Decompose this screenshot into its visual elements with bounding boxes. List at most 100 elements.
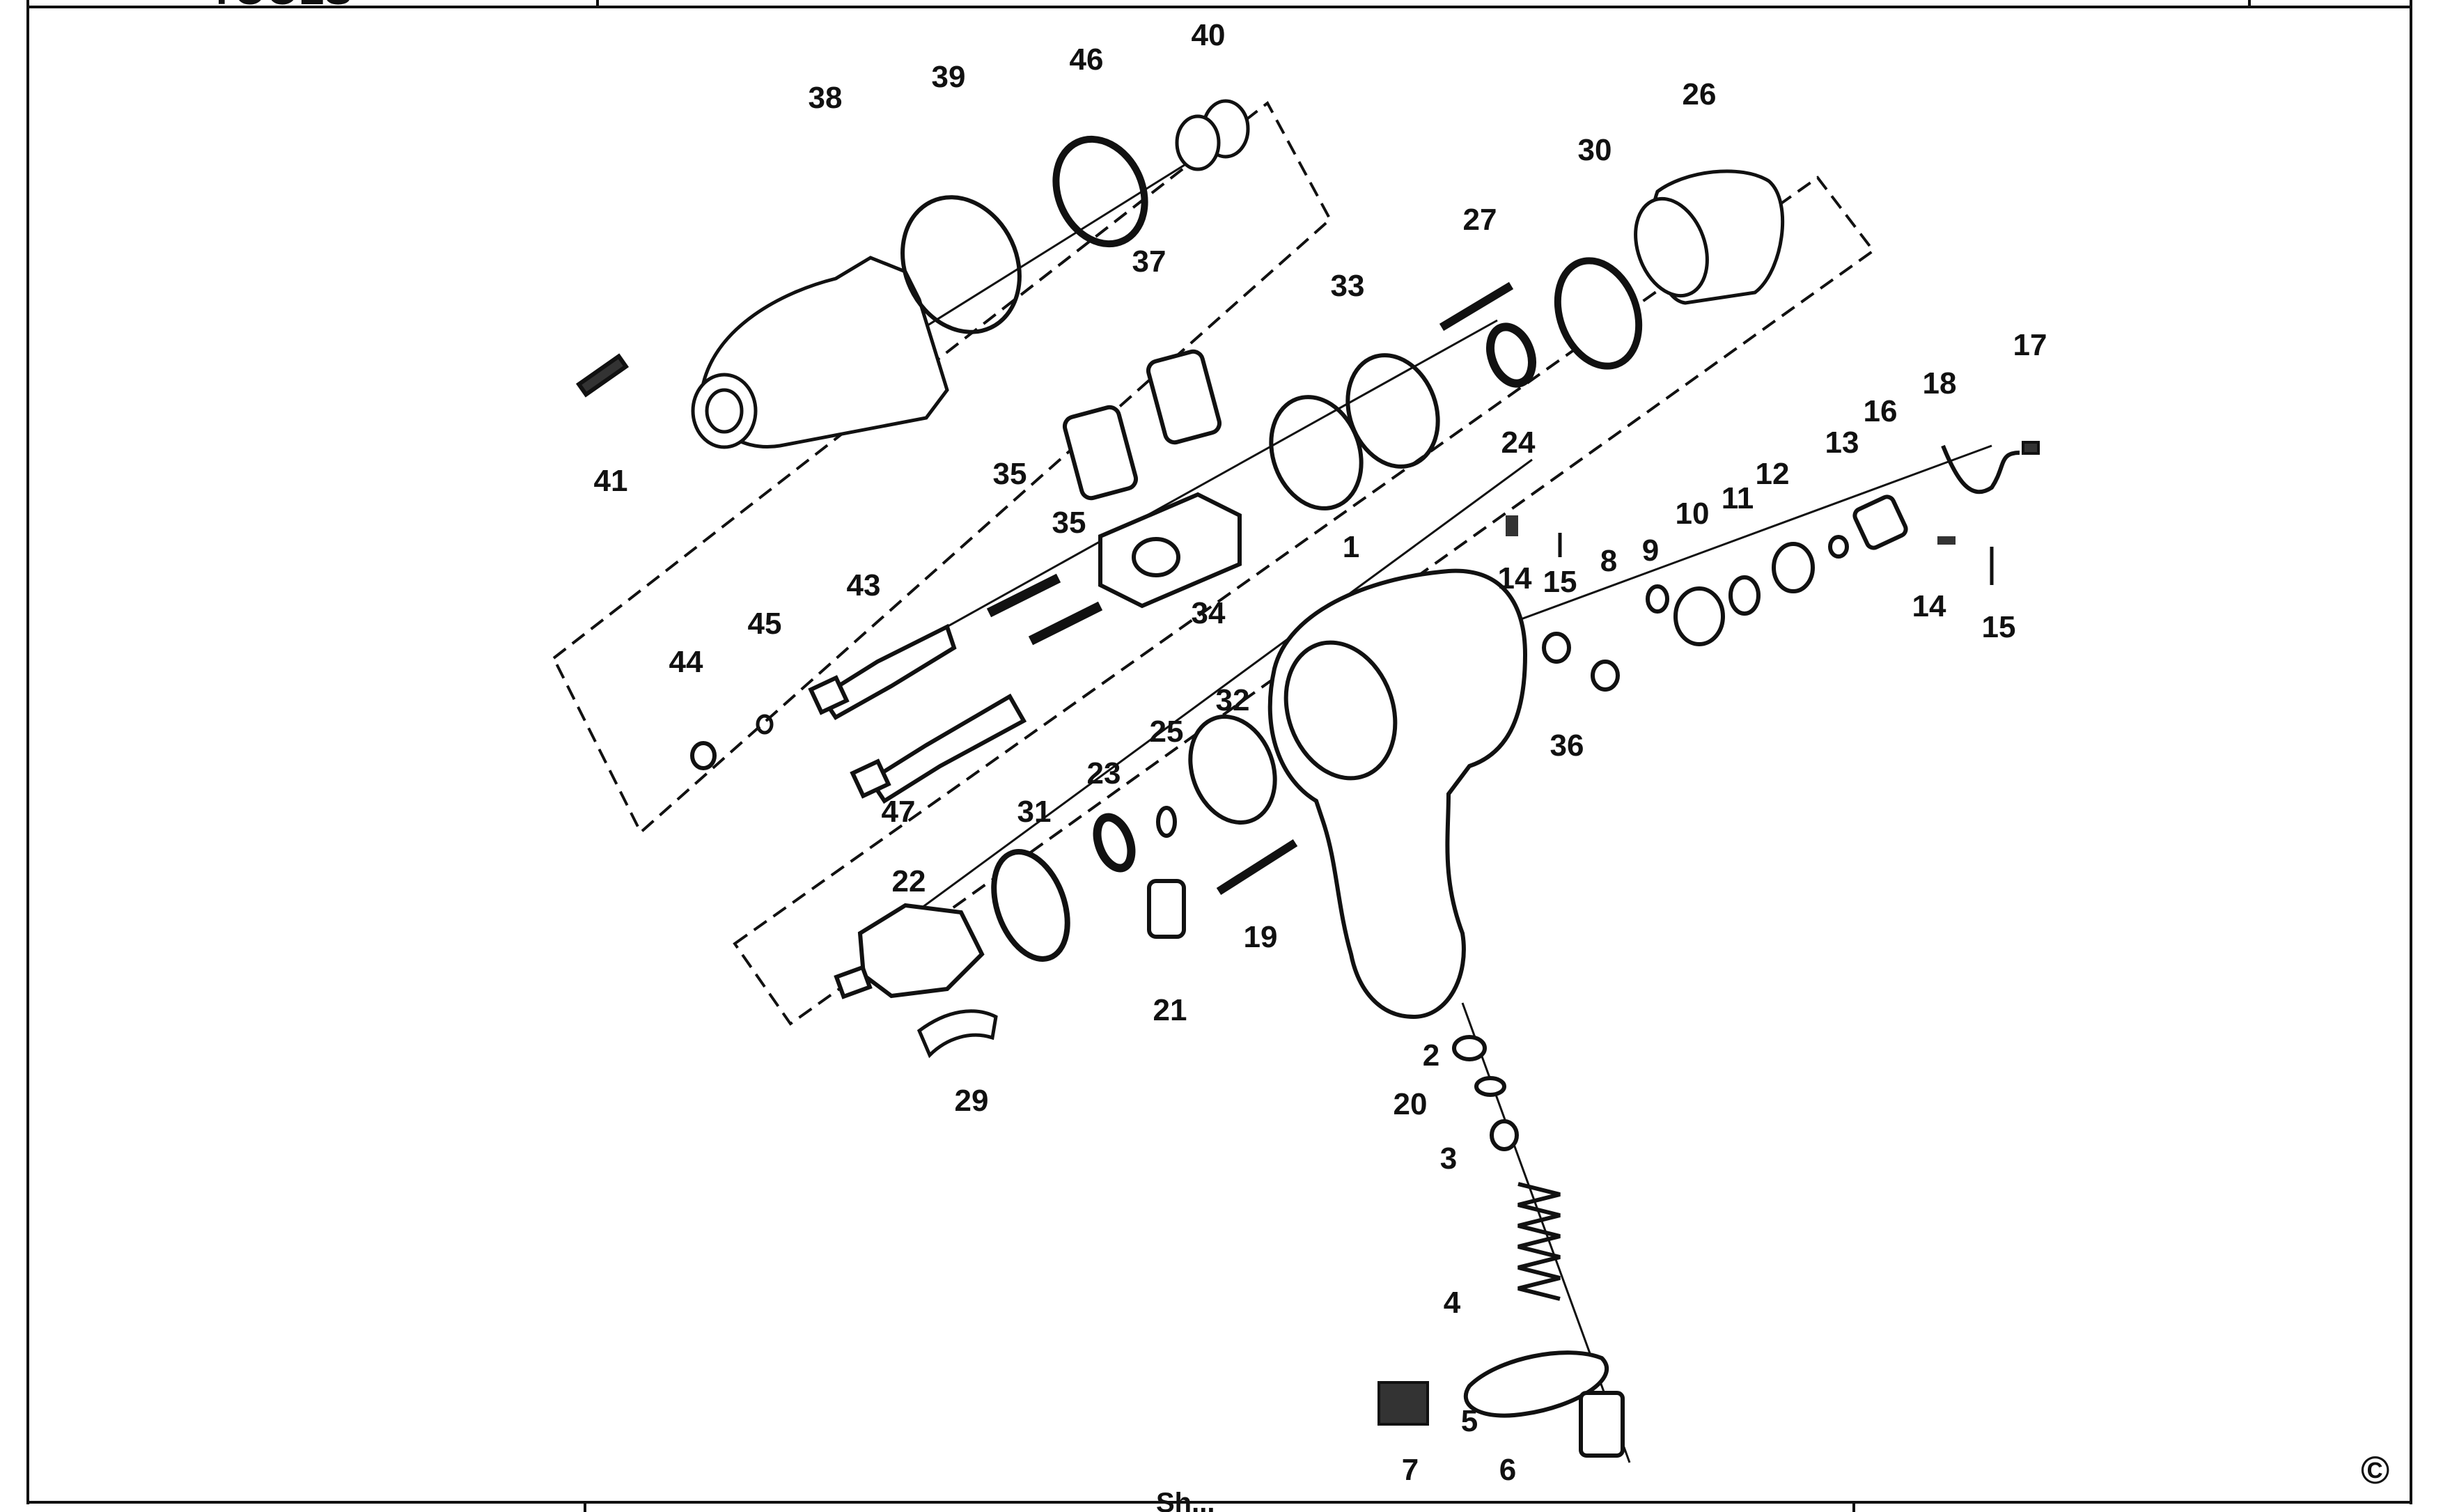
part-label-47: 47 xyxy=(882,795,916,829)
air-inlet-part-6 xyxy=(1579,1391,1625,1458)
pin-part-27 xyxy=(1439,281,1514,332)
pin-part-14b xyxy=(1937,536,1956,545)
part-label-12: 12 xyxy=(1756,457,1790,491)
pin-part-35a xyxy=(986,573,1061,618)
valve-part-12 xyxy=(1772,542,1815,593)
screw-part-17 xyxy=(2022,441,2040,455)
hammer-part-37 xyxy=(1062,349,1222,501)
bearing-part-23 xyxy=(1093,813,1136,873)
part-label-3: 3 xyxy=(1440,1141,1457,1176)
ring-part-33b xyxy=(1345,353,1440,469)
ring-part-25 xyxy=(1156,806,1177,838)
part-label-1: 1 xyxy=(1343,530,1359,564)
filter-part-7 xyxy=(1377,1381,1429,1426)
part-label-14: 14 xyxy=(1498,561,1532,595)
hammer-cage-part-34 xyxy=(1098,492,1242,609)
part-label-19: 19 xyxy=(1244,920,1278,954)
valve-stack-parts-2-6 xyxy=(1452,1035,1625,1458)
part-label-21: 21 xyxy=(1153,993,1187,1027)
ring-part-33a xyxy=(1269,395,1364,511)
drawing-frame xyxy=(26,0,2412,1512)
part-label-35: 35 xyxy=(1052,506,1086,540)
rotor-part-22 xyxy=(834,903,985,999)
part-label-17: 17 xyxy=(2013,328,2047,362)
part-label-4: 4 xyxy=(1444,1286,1461,1320)
part-label-46: 46 xyxy=(1070,42,1104,77)
part-label-2: 2 xyxy=(1423,1038,1439,1073)
front-assembly-dashed-box xyxy=(552,100,1332,835)
part-label-31: 31 xyxy=(1017,795,1052,829)
valve-part-3 xyxy=(1490,1119,1519,1151)
regulator-part-16 xyxy=(1852,494,1908,550)
part-label-40: 40 xyxy=(1192,18,1226,52)
ring-part-45 xyxy=(756,714,774,735)
part-label-11: 11 xyxy=(1722,481,1754,515)
part-label-15: 15 xyxy=(1543,565,1577,599)
ring-part-13 xyxy=(1828,535,1849,559)
part-label-24: 24 xyxy=(1501,426,1536,460)
part-label-13: 13 xyxy=(1825,426,1859,460)
part-label-5: 5 xyxy=(1461,1404,1478,1438)
sleeve-part-8 xyxy=(1591,660,1620,692)
ring-part-11 xyxy=(1728,575,1761,616)
part-label-27: 27 xyxy=(1463,203,1497,237)
spring-part-4 xyxy=(1517,1182,1561,1301)
part-label-44: 44 xyxy=(669,645,703,679)
part-label-29: 29 xyxy=(955,1084,989,1118)
gasket-part-32 xyxy=(1188,715,1277,825)
footer-center-text: Sh... xyxy=(1156,1488,1215,1512)
o-ring-part-20 xyxy=(1474,1076,1506,1097)
part-label-8: 8 xyxy=(1600,544,1617,578)
rear-assembly-dashed-box xyxy=(733,176,1875,1026)
ring-part-9 xyxy=(1646,584,1669,614)
part-label-9: 9 xyxy=(1642,533,1659,568)
end-plate-part-31 xyxy=(991,849,1070,962)
part-label-10: 10 xyxy=(1676,497,1710,531)
cylinder-part-26 xyxy=(1634,169,1785,305)
part-label-41: 41 xyxy=(594,464,628,498)
body-part-1 xyxy=(1267,568,1528,1020)
part-label-33: 33 xyxy=(1331,269,1365,303)
pin-part-35b xyxy=(1028,601,1103,646)
part-label-37: 37 xyxy=(1132,244,1166,279)
part-label-45: 45 xyxy=(748,607,782,641)
anvil-part-47 xyxy=(850,693,1027,804)
part-label-15: 15 xyxy=(1982,610,2016,644)
bearing-part-24 xyxy=(1486,322,1536,388)
o-ring-part-39 xyxy=(900,195,1022,334)
screw-part-41 xyxy=(575,353,630,398)
exploded-groups xyxy=(552,100,1875,1026)
part-label-22: 22 xyxy=(892,864,926,898)
part-label-6: 6 xyxy=(1499,1453,1516,1487)
gasket-part-5 xyxy=(1463,1350,1609,1418)
valve-parts-8-16 xyxy=(1542,494,1908,692)
end-plate-part-30 xyxy=(1554,257,1643,370)
part-label-36: 36 xyxy=(1550,728,1584,763)
nut-part-2 xyxy=(1452,1035,1487,1061)
part-label-7: 7 xyxy=(1402,1453,1419,1487)
bushing-part-40 xyxy=(1175,99,1250,171)
part-label-38: 38 xyxy=(809,81,843,115)
part-label-35: 35 xyxy=(993,457,1027,491)
part-label-25: 25 xyxy=(1150,715,1184,749)
part-label-39: 39 xyxy=(932,60,966,94)
part-label-34: 34 xyxy=(1192,596,1226,630)
part-label-16: 16 xyxy=(1864,394,1898,428)
part-label-23: 23 xyxy=(1087,756,1121,790)
part-label-18: 18 xyxy=(1923,366,1957,400)
header-logo-text: TOOLS xyxy=(209,0,352,13)
lever-part-18 xyxy=(1941,444,2020,494)
pin-part-19 xyxy=(1216,839,1298,896)
part-label-26: 26 xyxy=(1683,77,1717,111)
part-label-30: 30 xyxy=(1578,133,1612,167)
ring-part-46 xyxy=(1052,135,1148,248)
housing-part-38 xyxy=(691,256,949,449)
pin-part-14a xyxy=(1506,515,1518,536)
bushing-part-36 xyxy=(1542,632,1571,664)
ring-part-44 xyxy=(690,741,717,770)
bushing-part-10 xyxy=(1673,586,1725,646)
trigger-part-21 xyxy=(1147,879,1186,939)
part-label-43: 43 xyxy=(847,568,881,602)
